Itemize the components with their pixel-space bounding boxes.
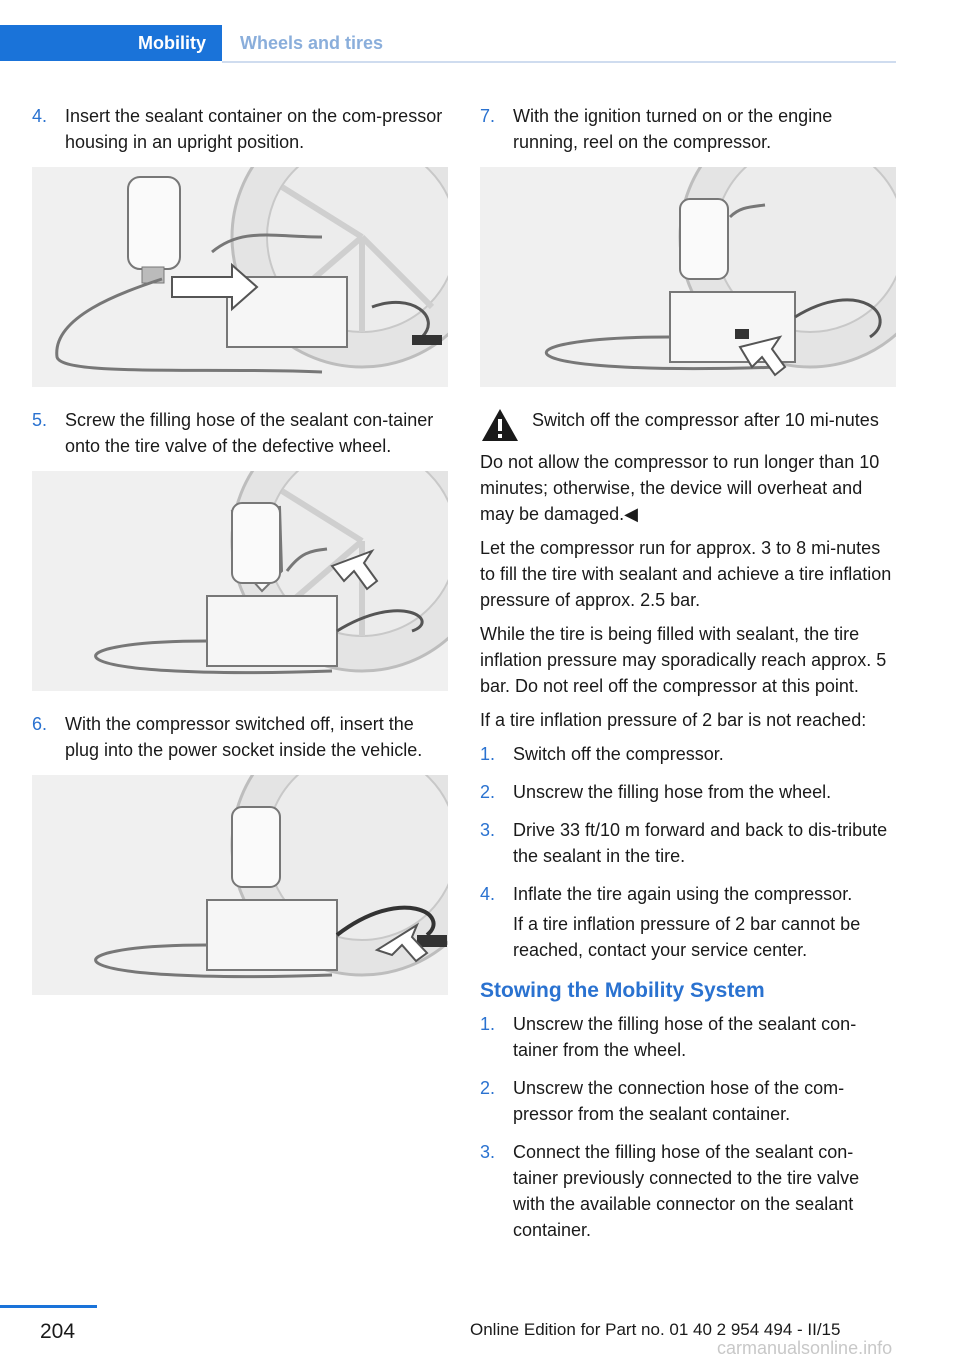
illustration-reel-on-compressor (480, 167, 896, 387)
list-item: 2. Unscrew the filling hose from the whe… (480, 779, 896, 805)
step-number: 7. (480, 106, 496, 126)
chapter-tab[interactable]: Mobility (0, 25, 222, 61)
warning-body: Do not allow the compressor to run longe… (480, 452, 880, 524)
troubleshooting-list: 1. Switch off the compressor. 2. Unscrew… (480, 741, 896, 963)
list-note: If a tire inflation pressure of 2 bar ca… (513, 914, 861, 960)
step-6: 6. With the compressor switched off, ins… (32, 711, 448, 763)
stowing-list: 1. Unscrew the filling hose of the seala… (480, 1011, 896, 1243)
page-number: 204 (40, 1320, 76, 1343)
step-number: 5. (32, 410, 48, 430)
footer-accent-bar (0, 1305, 97, 1308)
illustration-insert-plug (32, 775, 448, 995)
step-number: 1. (480, 744, 496, 764)
list-item: 4. Inflate the tire again using the comp… (480, 881, 896, 907)
step-text: Screw the filling hose of the sealant co… (65, 410, 434, 456)
left-column: 4. Insert the sealant container on the c… (32, 103, 448, 1015)
step-7: 7. With the ignition turned on or the en… (480, 103, 896, 155)
step-text: Unscrew the connection hose of the com-p… (513, 1078, 845, 1124)
step-text: Inflate the tire again using the compres… (513, 884, 853, 904)
step-number: 6. (32, 714, 48, 734)
paragraph-not-reached: If a tire inflation pressure of 2 bar is… (480, 710, 867, 730)
step-number: 2. (480, 782, 496, 802)
watermark: carmanualsonline.info (717, 1338, 893, 1358)
step-number: 1. (480, 1014, 496, 1034)
list-item: 1. Unscrew the filling hose of the seala… (480, 1011, 896, 1063)
warning-title: Switch off the compressor after 10 mi-nu… (532, 410, 879, 430)
right-column: 7. With the ignition turned on or the en… (480, 103, 896, 1255)
list-item: 1. Switch off the compressor. (480, 741, 896, 767)
step-text: Connect the filling hose of the sealant … (513, 1142, 860, 1240)
step-text: With the ignition turned on or the engin… (513, 106, 833, 152)
paragraph-pressure-peak: While the tire is being filled with seal… (480, 624, 887, 696)
list-item: 3. Connect the filling hose of the seala… (480, 1139, 896, 1243)
illustration-screw-hose (32, 471, 448, 691)
step-number: 4. (480, 884, 496, 904)
illustration-insert-container (32, 167, 448, 387)
paragraph-fill-time: Let the compressor run for approx. 3 to … (480, 538, 892, 610)
list-item: 2. Unscrew the connection hose of the co… (480, 1075, 896, 1127)
warning-triangle-icon (482, 409, 518, 441)
section-heading: Stowing the Mobility System (480, 979, 765, 1002)
section-tab[interactable]: Wheels and tires (240, 32, 384, 53)
step-number: 4. (32, 106, 48, 126)
warning-box: Switch off the compressor after 10 mi-nu… (480, 407, 896, 443)
step-text: With the compressor switched off, insert… (65, 714, 423, 760)
step-number: 3. (480, 1142, 496, 1162)
edition-line: Online Edition for Part no. 01 40 2 954 … (470, 1320, 841, 1339)
step-number: 2. (480, 1078, 496, 1098)
step-text: Unscrew the filling hose of the sealant … (513, 1014, 857, 1060)
step-text: Insert the sealant container on the com-… (65, 106, 443, 152)
step-text: Unscrew the filling hose from the wheel. (513, 782, 832, 802)
list-item: 3. Drive 33 ft/10 m forward and back to … (480, 817, 896, 869)
step-text: Switch off the compressor. (513, 744, 724, 764)
step-5: 5. Screw the filling hose of the sealant… (32, 407, 448, 459)
step-4: 4. Insert the sealant container on the c… (32, 103, 448, 155)
page-header: Mobility Wheels and tires (0, 25, 896, 63)
step-text: Drive 33 ft/10 m forward and back to dis… (513, 820, 888, 866)
header-divider (222, 61, 896, 63)
step-number: 3. (480, 820, 496, 840)
